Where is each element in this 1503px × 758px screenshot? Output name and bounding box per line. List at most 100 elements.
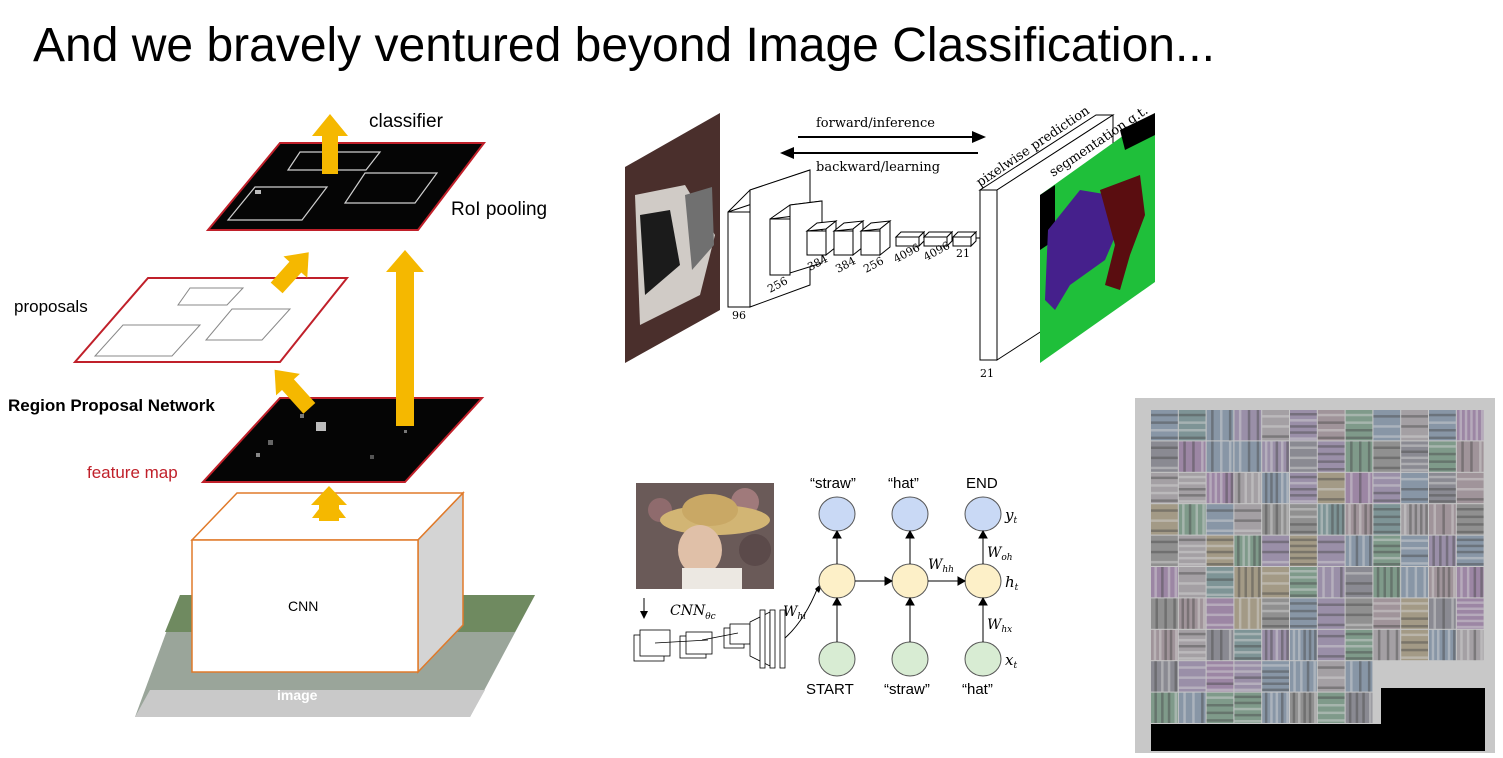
filter-stripe [1264, 504, 1268, 535]
cnn-label: CNN [288, 598, 318, 614]
filter-tile [1456, 441, 1484, 472]
filter-stripe [1262, 415, 1289, 418]
filter-stripe [1290, 582, 1317, 585]
filter-tile [1456, 629, 1484, 661]
filter-stripe [1262, 425, 1289, 428]
filter-stripe [1317, 711, 1345, 715]
filter-stripe [1197, 598, 1201, 629]
filter-stripe [1314, 692, 1317, 723]
filter-stripe [1151, 529, 1178, 532]
filter-stripe [1292, 629, 1296, 661]
filter-stripe [1317, 550, 1345, 554]
filter-stripe [1345, 623, 1373, 627]
filter-tile [1317, 504, 1345, 535]
filter-tile [1178, 567, 1206, 598]
hidden-node-1 [891, 563, 929, 599]
filter-stripe [1409, 504, 1412, 535]
filter-stripe [1308, 692, 1312, 723]
filter-tile [1262, 535, 1289, 566]
filter-stripe [1429, 468, 1456, 471]
filter-tile [1401, 629, 1428, 661]
filter-stripe [1345, 429, 1373, 432]
filter-stripe [1247, 598, 1251, 629]
filter-stripe [1401, 415, 1428, 418]
filter-stripe [1395, 629, 1399, 661]
filter-stripe [1202, 598, 1206, 629]
filter-stripe [1281, 504, 1284, 535]
filter-stripe [1151, 413, 1178, 417]
filter-stripe [1264, 692, 1268, 723]
filter-stripe [1367, 441, 1371, 472]
filter-stripe [1300, 661, 1303, 692]
filter-stripe [1317, 634, 1345, 638]
filter-stripe [1355, 535, 1359, 566]
filter-tile [1262, 441, 1289, 472]
filter-stripe [1429, 421, 1456, 424]
filter-stripe [1459, 410, 1462, 441]
filter-stripe [1167, 567, 1171, 598]
filter-stripe [1466, 629, 1470, 661]
filter-stripe [1238, 441, 1242, 472]
filter-stripe [1317, 719, 1345, 722]
filter-stripe [1373, 550, 1401, 554]
filter-stripe [1350, 472, 1353, 504]
filter-stripe [1373, 617, 1401, 620]
feature-map [200, 397, 485, 483]
filter-stripe [1290, 602, 1317, 605]
filter-stripe [1383, 567, 1386, 598]
filter-tile [1317, 629, 1345, 661]
filter-tile [1345, 692, 1373, 723]
filter-stripe [1350, 661, 1353, 692]
filter-stripe [1270, 504, 1273, 535]
filter-stripe [1178, 550, 1206, 554]
filter-stripe [1442, 567, 1445, 598]
filter-stripe [1345, 651, 1373, 654]
rpn-label: Region Proposal Network [8, 396, 215, 415]
filter-stripe [1313, 661, 1316, 692]
hidden-node-2 [964, 563, 1002, 599]
filter-stripe [1401, 554, 1428, 558]
whi-label: Whi [783, 604, 806, 622]
filter-stripe [1275, 441, 1279, 472]
faster-rcnn-diagram: image CNN feature map Region Proposal Ne… [8, 111, 547, 717]
filter-stripe [1445, 535, 1449, 566]
filter-stripe [1290, 538, 1317, 542]
filter-stripe [1456, 523, 1484, 526]
filter-stripe [1373, 563, 1401, 566]
filter-tile [1290, 598, 1317, 629]
filter-stripe [1151, 466, 1178, 470]
filter-stripe [1178, 429, 1206, 432]
filter-stripe [1234, 632, 1262, 636]
output-size: 21 [980, 367, 994, 380]
filter-stripe [1151, 499, 1178, 502]
filter-stripe [1206, 670, 1234, 673]
filter-stripe [1206, 563, 1234, 566]
size-384b: 384 [833, 254, 858, 275]
filter-stripe [1425, 504, 1428, 535]
filter-stripe [1257, 567, 1261, 598]
filter-stripe [1234, 638, 1262, 642]
filter-tile [1151, 567, 1178, 598]
filter-tile [1290, 535, 1317, 566]
filter-stripe [1290, 500, 1317, 503]
filter-stripe [1290, 550, 1317, 554]
filter-stripe [1401, 462, 1428, 466]
yt-label: yt [1004, 506, 1017, 526]
filter-stripe [1178, 563, 1206, 566]
filter-stripe [1234, 676, 1262, 679]
filter-tile [1345, 441, 1373, 472]
filter-stripe [1262, 682, 1289, 685]
filter-stripe [1237, 535, 1240, 566]
filter-stripe [1151, 519, 1178, 522]
whx-label: Whx [987, 617, 1012, 635]
filter-stripe [1317, 421, 1345, 424]
filter-stripe [1456, 498, 1484, 501]
filter-stripe [1376, 567, 1380, 598]
filter-stripe [1480, 410, 1484, 441]
filter-stripe [1345, 645, 1373, 648]
filter-tile [1178, 692, 1206, 723]
classifier-arrow [322, 134, 338, 174]
filter-stripe [1206, 586, 1234, 589]
filter-stripe [1429, 413, 1456, 417]
filter-stripe [1447, 567, 1451, 598]
